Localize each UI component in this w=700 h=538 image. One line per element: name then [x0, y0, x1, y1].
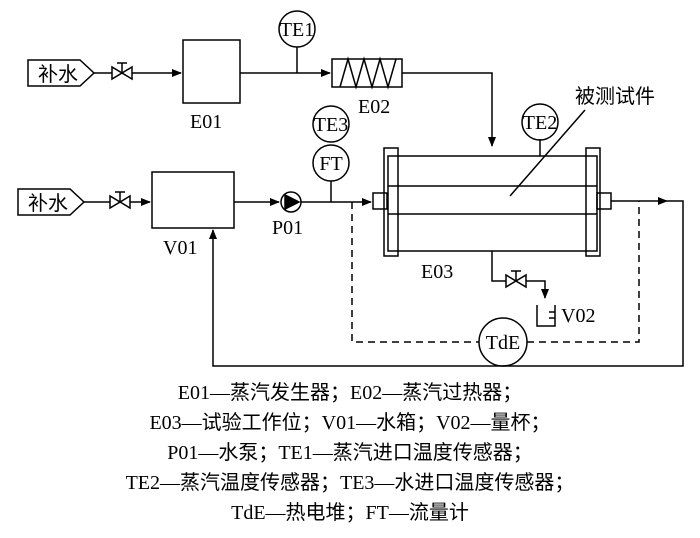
makeup-water-label-top: 补水 [38, 63, 78, 86]
te2-label: TE2 [523, 112, 557, 134]
valve-icon [505, 270, 527, 289]
te3-sensor [312, 105, 350, 143]
e03-test-section [372, 147, 612, 257]
makeup-water-inlet-top [27, 59, 96, 87]
p01-label: P01 [272, 217, 303, 239]
legend-line-5: TdE—热电堆；FT—流量计 [231, 502, 469, 524]
e02-superheater-coil-icon [331, 56, 403, 90]
e01-label: E01 [190, 111, 222, 133]
ft-flow-meter [312, 144, 350, 182]
ft-label: FT [319, 153, 342, 175]
specimen-leader-line [509, 109, 586, 197]
legend-line-3: P01—水泵；TE1—蒸汽进口温度传感器； [167, 442, 533, 464]
p01-pump-icon [280, 191, 302, 213]
return-line [209, 200, 684, 367]
legend-line-1: E01—蒸汽发生器；E02—蒸汽过热器； [177, 382, 523, 404]
te3-label: TE3 [314, 114, 348, 136]
v01-water-tank [151, 171, 235, 229]
te1-label: TE1 [280, 19, 314, 41]
te2-sensor [521, 103, 559, 141]
e01-steam-generator [182, 39, 241, 104]
e02-label: E02 [358, 96, 390, 118]
makeup-water-inlet-bottom [17, 188, 86, 216]
thermopile-loop [351, 201, 640, 343]
makeup-water-label-bottom: 补水 [28, 192, 68, 215]
te1-sensor [278, 10, 316, 48]
legend-line-2: E03—试验工作位；V01—水箱；V02—量杯； [149, 412, 551, 434]
v02-label: V02 [561, 305, 595, 327]
valve-icon [111, 62, 133, 81]
specimen-label: 被测试件 [575, 85, 655, 108]
legend-line-4: TE2—蒸汽温度传感器；TE3—水进口温度传感器； [125, 472, 575, 494]
valve-icon [109, 191, 131, 210]
v02-measuring-cup [536, 305, 556, 327]
tde-label: TdE [486, 332, 520, 354]
v01-label: V01 [163, 237, 197, 259]
e03-label: E03 [421, 261, 453, 283]
